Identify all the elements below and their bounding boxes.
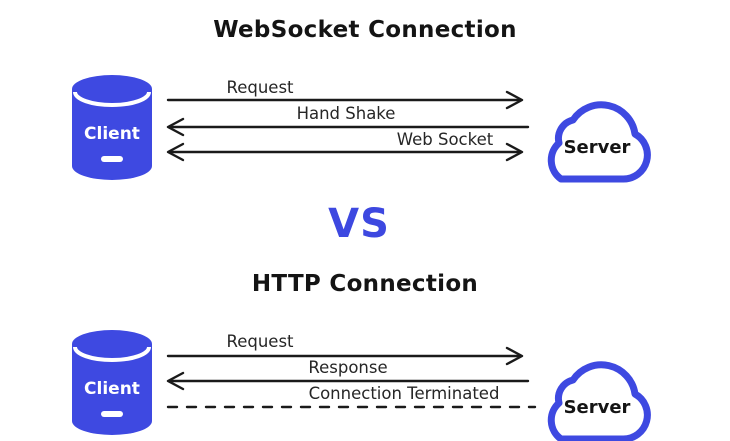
server-label: Server bbox=[564, 397, 631, 418]
server-cloud-icon: Server bbox=[547, 101, 651, 183]
http-arrows bbox=[166, 346, 537, 409]
arrow-right-icon bbox=[166, 346, 524, 366]
http-section-title: HTTP Connection bbox=[251, 271, 479, 297]
arrow-left-icon bbox=[166, 371, 530, 391]
client-label: Client bbox=[84, 124, 140, 144]
arrow-both-icon bbox=[166, 142, 524, 162]
http-message-label-request: Request bbox=[226, 332, 294, 351]
client-label: Client bbox=[84, 379, 140, 399]
server-label: Server bbox=[564, 137, 631, 158]
http-message-label-response: Response bbox=[308, 358, 388, 377]
server-cloud-icon: Server bbox=[547, 361, 651, 441]
websocket-message-label-handshake: Hand Shake bbox=[296, 104, 396, 123]
client-database-icon: Client bbox=[72, 75, 152, 180]
vs-label: VS bbox=[328, 201, 390, 247]
websocket-arrows bbox=[166, 90, 530, 162]
client-database-icon: Client bbox=[72, 330, 152, 435]
websocket-message-label-websocket: Web Socket bbox=[396, 130, 494, 149]
arrow-left-icon bbox=[166, 117, 530, 137]
websocket-message-label-request: Request bbox=[226, 78, 294, 97]
websocket-section-title: WebSocket Connection bbox=[213, 17, 517, 43]
http-message-label-connection-terminated: Connection Terminated bbox=[308, 384, 500, 403]
arrow-right-icon bbox=[166, 90, 524, 110]
